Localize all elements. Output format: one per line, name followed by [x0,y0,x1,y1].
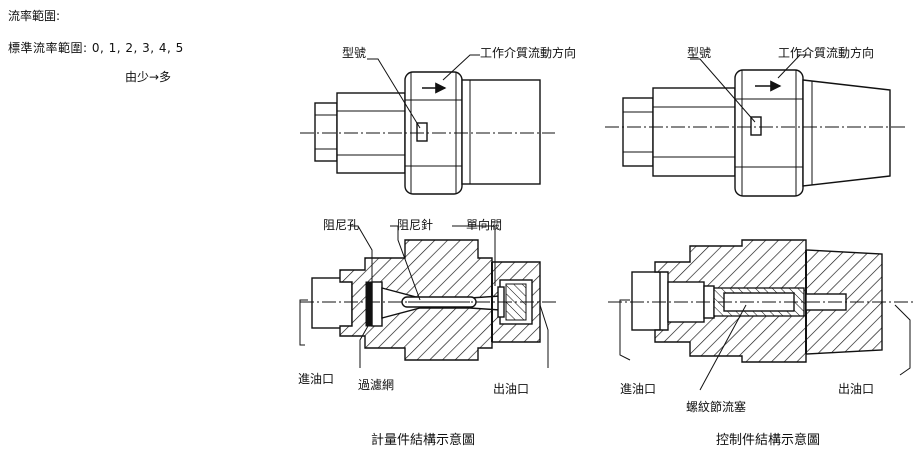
label-model-left: 型號 [342,46,367,60]
control-section-view [608,239,915,391]
label-outlet-left: 出油口 [493,382,530,396]
label-inlet-right: 進油口 [620,382,657,396]
label-inlet-left: 進油口 [298,372,335,386]
label-thread-plug: 螺紋節流塞 [686,400,747,414]
meter-section-view [299,225,556,368]
flow-order-note: 由少→多 [125,70,172,84]
caption-meter: 計量件結構示意圖 [371,433,476,448]
standard-flow-range: 標準流率範圍: 0, 1, 2, 3, 4, 5 [8,41,184,55]
label-orifice: 阻尼孔 [323,218,360,232]
label-needle: 阻尼針 [397,218,434,232]
label-model-right: 型號 [687,46,712,60]
caption-control: 控制件結構示意圖 [716,433,821,448]
label-filter: 過濾網 [358,378,395,392]
label-outlet-right: 出油口 [838,382,875,396]
label-flow-direction-left: 工作介質流動方向 [480,46,577,60]
meter-external-view [300,54,555,195]
control-external-view [605,54,905,197]
label-check-valve: 單向閥 [466,218,503,232]
flow-range-title: 流率範圍: [8,9,61,23]
label-flow-direction-right: 工作介質流動方向 [778,46,875,60]
